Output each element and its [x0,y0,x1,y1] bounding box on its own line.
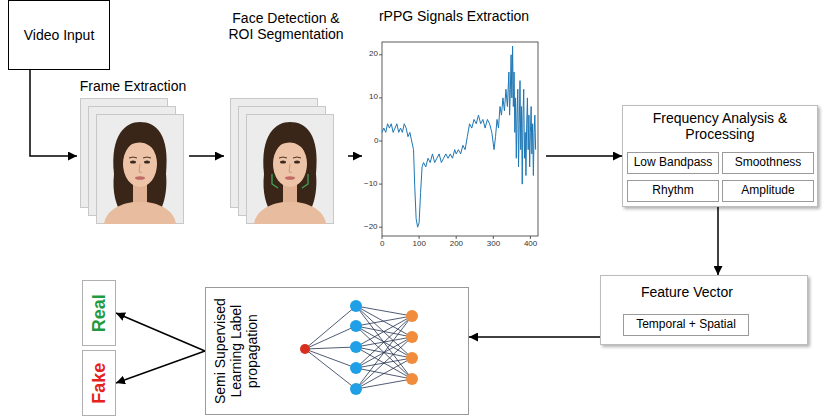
frame-card [97,115,184,225]
output-neuron [406,373,418,385]
axis-tick-label: 20 [369,50,378,59]
link [305,349,356,368]
axis-tick-label: 300 [487,240,500,249]
roi-stack: Face Detection & ROI Segmentation [224,8,348,228]
link [356,306,412,379]
hidden-neuron [350,341,362,353]
link [356,316,412,389]
result-label: Fake [89,362,110,403]
classifier-box: Semi Supervised Learning Label propagati… [205,287,469,415]
axis-tick-label: −10 [364,180,378,189]
link [356,316,412,368]
processing-box: Low Bandpass SmoothnessRhythm Amplitude Fre… [622,105,818,207]
network-links [305,306,412,389]
axis-tick-label: 0 [380,240,384,249]
box-label: Amplitude [741,184,794,198]
step-heading: Face Detection & ROI Segmentation [224,10,348,42]
hidden-neuron [350,383,362,395]
feature-box: Smoothness [722,152,814,174]
input-neuron [300,344,310,354]
feature-vector-box: Temporal + Spatial Feature Vector [600,275,808,345]
link [305,306,356,349]
link [305,326,356,349]
link [356,306,412,358]
axis-tick-label: 400 [524,240,537,249]
flow-arrow [116,351,205,383]
output-neuron [406,331,418,343]
link [305,349,356,389]
axis-tick-label: −20 [364,223,378,232]
signal-plot: rPPG Signals Extraction [362,6,546,252]
x-ticks [382,236,530,239]
flow-arrow [546,155,622,157]
feature-box: Low Bandpass [627,152,719,174]
feature-box: Amplitude [722,180,814,202]
result-box: Fake [82,350,116,416]
flow-arrow [348,155,362,157]
hidden-neuron [350,320,362,332]
output-neuron [406,352,418,364]
output-neuron [406,310,418,322]
result-box: Real [82,280,116,346]
input-box: Video Input [8,0,110,70]
feature-box: Temporal + Spatial [623,314,749,336]
flow-arrow [469,336,600,338]
flow-arrow [189,155,224,157]
hidden-neuron [350,300,362,312]
axis-tick-label: 10 [369,93,378,102]
box-label: Low Bandpass [634,156,713,170]
box-heading: Frequency Analysis & Processing [623,110,817,142]
flow-arrow [116,313,205,351]
step-heading: rPPG Signals Extraction [362,8,546,24]
hidden-neuron [350,362,362,374]
rppg-signal [382,46,536,227]
flow-arrow [30,70,77,156]
link [356,337,412,389]
flow-arrow [717,207,719,275]
axis-tick-label: 200 [450,240,463,249]
link [356,379,412,389]
axis-tick-label: 0 [374,137,378,146]
plot-axes [382,42,538,236]
roi-card [247,115,334,225]
box-label: Smoothness [735,156,802,170]
axis-tick-label: 100 [413,240,426,249]
link [356,358,412,389]
feature-box: Rhythm [627,180,719,202]
box-label: Temporal + Spatial [636,318,736,332]
rotated-label: Semi Supervised Learning Label propagati… [212,292,260,410]
frame-stack: Frame Extraction [77,76,189,228]
signal-group [382,46,536,227]
step-heading: Frame Extraction [77,78,189,94]
box-label: Rhythm [652,184,693,198]
link [305,347,356,349]
result-label: Real [89,294,110,332]
box-label: Video Input [24,27,95,43]
y-ticks [379,55,382,227]
box-heading: Feature Vector [601,284,807,300]
